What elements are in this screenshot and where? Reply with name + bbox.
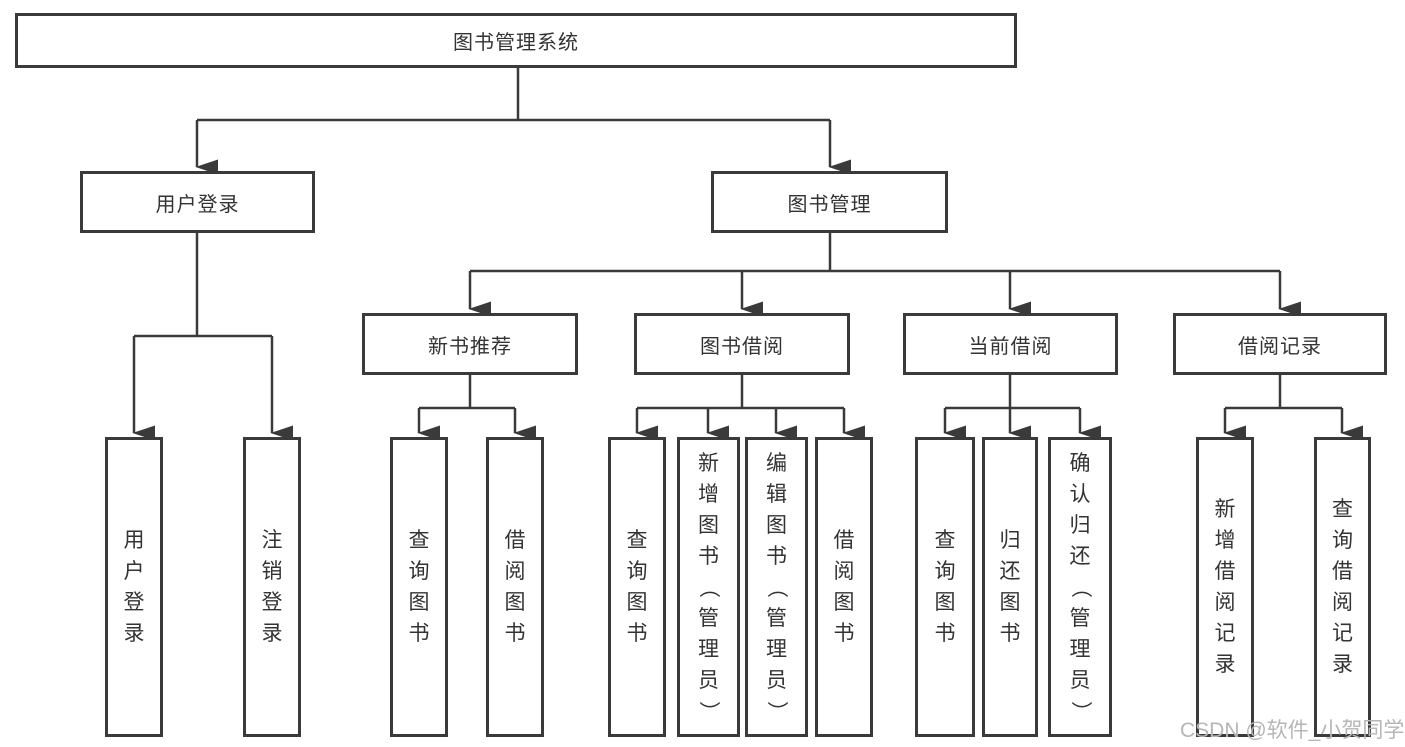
leaf-edit-book-admin: 编辑图书（管理员） (745, 437, 808, 737)
leaf-logout: 注销登录 (243, 437, 301, 737)
node-book-management: 图书管理 (711, 171, 948, 233)
node-user-login: 用户登录 (80, 171, 315, 233)
leaf-recommend-borrow-books: 借阅图书 (486, 437, 544, 737)
node-book-borrowing: 图书借阅 (634, 313, 850, 375)
leaf-borrowing-query-books: 查询图书 (608, 437, 666, 737)
leaf-user-login: 用户登录 (105, 437, 163, 737)
leaf-recommend-query-books: 查询图书 (390, 437, 448, 737)
leaf-add-book-admin: 新增图书（管理员） (677, 437, 740, 737)
node-borrow-records: 借阅记录 (1173, 313, 1387, 375)
csdn-watermark: CSDN @软件_小贺同学 (1180, 719, 1405, 742)
leaf-confirm-return-admin: 确认归还（管理员） (1048, 437, 1112, 737)
leaf-current-query-books: 查询图书 (915, 437, 975, 737)
node-library-management-system: 图书管理系统 (15, 13, 1017, 68)
leaf-return-books: 归还图书 (982, 437, 1038, 737)
leaf-add-borrow-record: 新增借阅记录 (1196, 437, 1254, 737)
node-current-borrowing: 当前借阅 (903, 313, 1118, 375)
leaf-query-borrow-record: 查询借阅记录 (1314, 437, 1371, 737)
leaf-borrowing-borrow-books: 借阅图书 (815, 437, 873, 737)
node-new-book-recommend: 新书推荐 (362, 313, 578, 375)
